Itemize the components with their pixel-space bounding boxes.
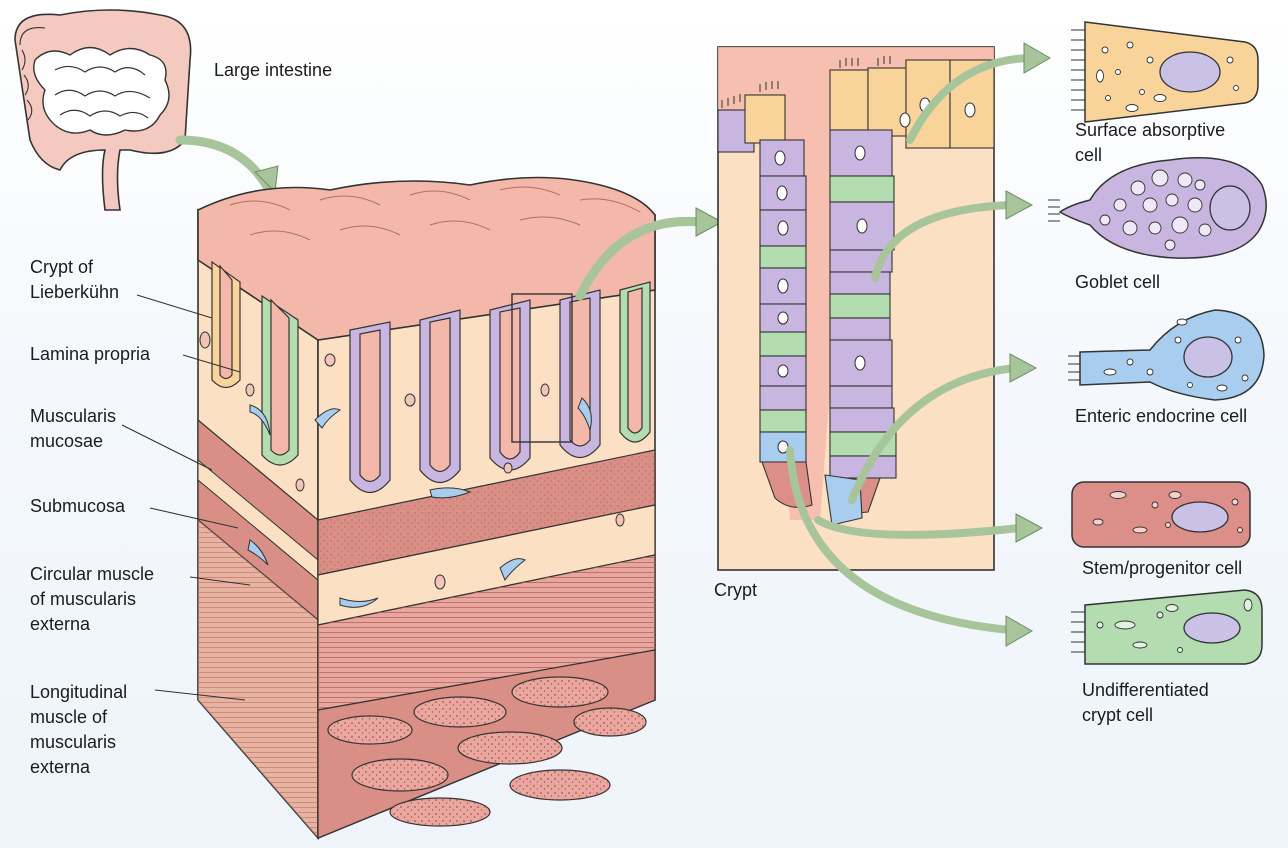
arrow-to-goblet: [871, 201, 1014, 282]
arrowhead-undifferentiated: [1005, 615, 1034, 647]
stem-progenitor-cell-icon: [1071, 481, 1251, 548]
leader-lines: [121, 294, 251, 701]
label-enteric-endocrine-cell: Enteric endocrine cell: [1075, 406, 1248, 426]
label-muscularis-mucosae: Muscularis mucosae: [30, 406, 117, 451]
large-intestine-icon: [14, 9, 192, 211]
arrowhead-stem-progenitor: [1015, 513, 1044, 543]
crypts-left: [211, 260, 299, 466]
arrow-intestine-to-block: [175, 135, 273, 193]
label-crypt: Crypt: [714, 580, 758, 600]
label-goblet-cell: Goblet cell: [1075, 272, 1161, 292]
label-stem-progenitor-cell: Stem/progenitor cell: [1082, 558, 1243, 578]
goblet-cell-icon: [1048, 157, 1267, 259]
arrow-to-enteric-endocrine: [848, 364, 1019, 504]
label-undifferentiated-crypt-cell: Undifferentiated crypt cell: [1082, 680, 1209, 725]
arrowhead-intestine: [254, 165, 279, 194]
arrowhead-surface-absorptive: [1023, 42, 1052, 74]
label-longitudinal-muscle: Longitudinal muscle of muscularis extern…: [30, 682, 128, 777]
crypt-panel: [717, 46, 995, 571]
arrow-to-surface-absorptive: [906, 54, 1034, 144]
label-circular-muscle: Circular muscle of muscularis externa: [30, 564, 155, 634]
undifferentiated-crypt-cell-icon: [1071, 589, 1263, 665]
arrow-to-undifferentiated: [786, 446, 1014, 634]
arrowhead-goblet: [1005, 190, 1034, 220]
crypts-front: [349, 281, 651, 494]
arrow-inset-to-crypt: [575, 216, 705, 301]
tissue-block: [197, 176, 656, 841]
enteric-endocrine-cell-icon: [1068, 309, 1265, 401]
mucosa-surface: [197, 176, 656, 341]
label-surface-absorptive-cell: Surface absorptive cell: [1075, 120, 1226, 165]
arrowhead-enteric-endocrine: [1009, 353, 1038, 383]
label-lamina-propria: Lamina propria: [30, 344, 151, 364]
crypt-inset-box: [511, 293, 573, 443]
differentiation-arrows: [786, 54, 1034, 634]
label-crypt-of-lieberkuhn: Crypt of Lieberkühn: [30, 257, 120, 302]
surface-absorptive-cell-icon: [1071, 21, 1259, 123]
arrowhead-crypt: [695, 207, 724, 237]
label-submucosa: Submucosa: [30, 496, 126, 516]
arrow-to-stem-progenitor: [814, 516, 1024, 539]
label-large-intestine: Large intestine: [214, 60, 333, 80]
